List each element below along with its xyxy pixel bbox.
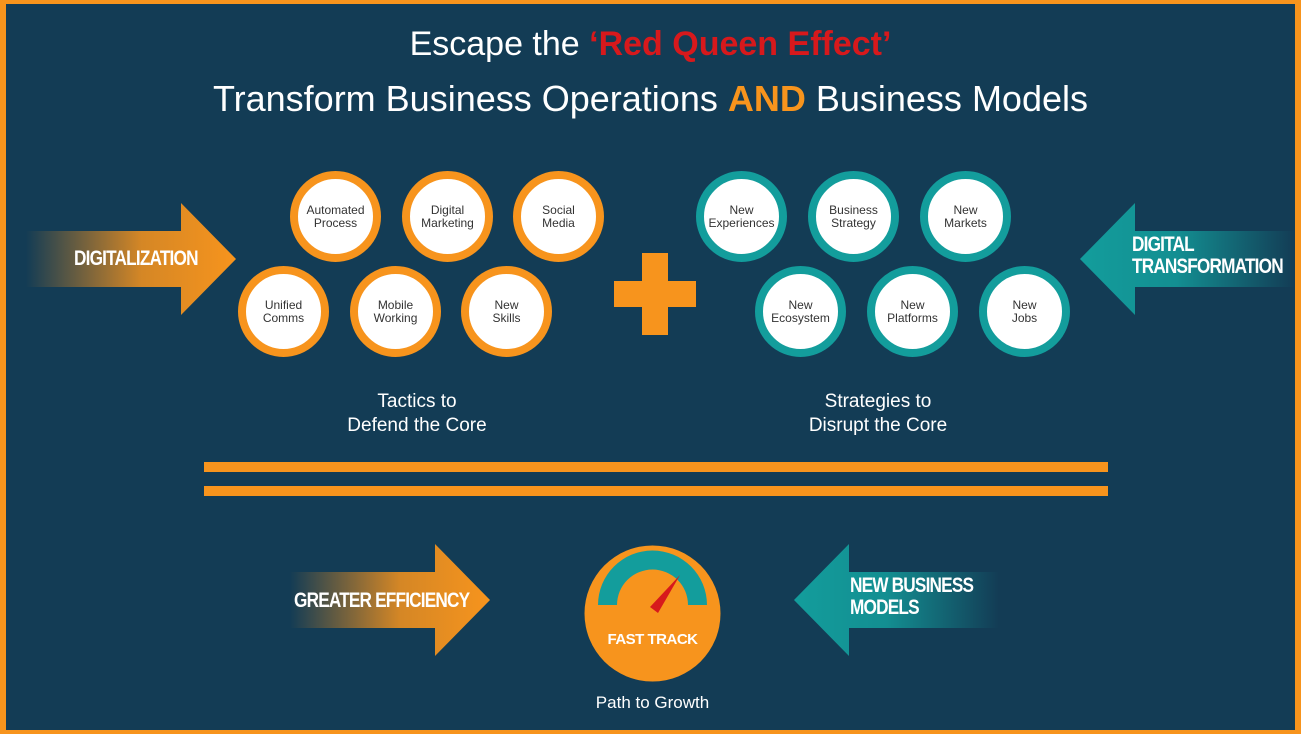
circle-label: Experiences — [708, 215, 775, 230]
greater-efficiency-arrow: GREATER EFFICIENCY — [290, 544, 490, 656]
circle-label: Working — [373, 310, 418, 325]
circle-label: New — [788, 297, 813, 312]
left-arrow-icon — [1080, 203, 1295, 315]
circle-label: Media — [542, 215, 575, 230]
tactics-caption-line-1: Tactics to — [377, 391, 457, 412]
circle-label: Business — [829, 202, 878, 217]
circle-label: Automated — [306, 202, 365, 217]
circle-label: New — [1012, 297, 1037, 312]
divider-line-bottom — [204, 486, 1108, 496]
infographic-canvas: Escape the ‘Red Queen Effect’ Transform … — [6, 4, 1295, 730]
tactics-caption-line-2: Defend the Core — [347, 415, 487, 436]
circle-label: Mobile — [377, 297, 414, 312]
strategies-caption: Strategies to Disrupt the Core — [768, 390, 988, 438]
new-business-models-label-line-2: MODELS — [850, 596, 920, 619]
circle-label: Unified — [264, 297, 303, 312]
divider-line-top — [204, 462, 1108, 472]
new-business-models-label: NEW BUSINESS MODELS — [850, 574, 974, 619]
digital-transformation-arrow: DIGITAL TRANSFORMATION — [1080, 203, 1295, 315]
circle-label: Platforms — [887, 310, 938, 325]
right-arrow-icon — [26, 203, 236, 315]
circle-label: New — [953, 202, 978, 217]
circle-label: Jobs — [1011, 310, 1038, 325]
fast-track-label: FAST TRACK — [607, 631, 699, 648]
plus-icon-bar — [614, 281, 696, 307]
title-line-1-prefix: Escape the — [409, 25, 590, 63]
title-line-2-prefix: Transform Business Operations — [212, 78, 728, 119]
title-and-highlight: AND — [727, 78, 806, 119]
path-to-growth-caption: Path to Growth — [595, 693, 710, 712]
strategies-caption-line-1: Strategies to — [824, 391, 932, 412]
circle-label: Digital — [430, 202, 465, 217]
left-arrow-icon — [794, 544, 999, 656]
title-line-1: Escape the ‘Red Queen Effect’ — [6, 22, 1295, 66]
circle-label: New — [494, 297, 519, 312]
circle-label: Comms — [262, 310, 305, 325]
circle-label: Process — [313, 215, 358, 230]
circle-label: Ecosystem — [771, 310, 830, 325]
digital-transformation-label-line-1: DIGITAL — [1132, 233, 1195, 256]
title-red-queen-highlight: ‘Red Queen Effect’ — [589, 25, 892, 63]
circle-label: New — [900, 297, 925, 312]
circle-label: Marketing — [421, 215, 474, 230]
digitalization-arrow: DIGITALIZATION — [26, 203, 236, 315]
new-business-models-arrow: NEW BUSINESS MODELS — [794, 544, 999, 656]
circle-label: Skills — [492, 310, 521, 325]
circle-label: Social — [542, 202, 575, 217]
new-business-models-label-line-1: NEW BUSINESS — [850, 574, 974, 597]
circle-label: Strategy — [831, 215, 876, 230]
greater-efficiency-label: GREATER EFFICIENCY — [294, 589, 470, 612]
digital-transformation-label: DIGITAL TRANSFORMATION — [1132, 233, 1284, 278]
title-line-2-suffix: Business Models — [805, 78, 1088, 119]
tactics-caption: Tactics to Defend the Core — [307, 390, 527, 438]
speedometer-icon — [584, 545, 721, 682]
circle-label: Markets — [944, 215, 987, 230]
digitalization-label: DIGITALIZATION — [74, 247, 199, 270]
digital-transformation-label-line-2: TRANSFORMATION — [1132, 255, 1284, 278]
circle-label: New — [729, 202, 754, 217]
right-arrow-icon — [290, 544, 490, 656]
strategies-caption-line-2: Disrupt the Core — [808, 415, 948, 436]
title-line-2: Transform Business Operations AND Busine… — [6, 76, 1295, 122]
